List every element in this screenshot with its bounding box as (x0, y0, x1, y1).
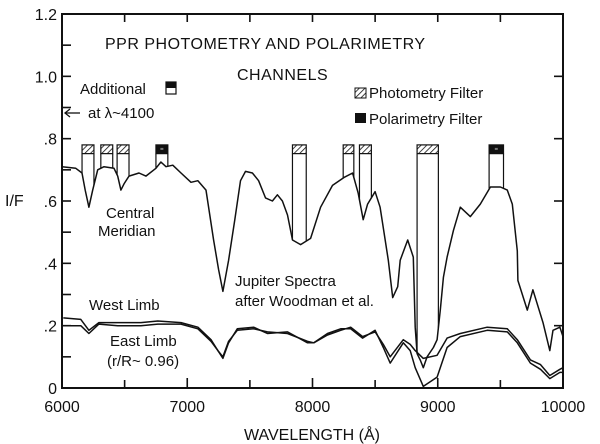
y-tick-label: .6 (44, 194, 57, 211)
east-limb-line (63, 323, 564, 377)
y-tick-label: .2 (44, 319, 57, 336)
y-tick-label: .8 (44, 132, 57, 149)
filter-markers (81, 144, 505, 354)
photometry-filter-marker (100, 144, 114, 169)
legend-polarimetry-swatch (355, 113, 366, 123)
photometry-filter-marker (358, 144, 372, 200)
annotation-east-limb-radius: (r/R~ 0.96) (107, 353, 179, 370)
x-tick-label: 7000 (169, 399, 205, 416)
chart-title-line2: CHANNELS (237, 67, 328, 84)
x-tick-label: 8000 (295, 399, 331, 416)
annotation-after-woodman: after Woodman et al. (235, 293, 374, 310)
polarimetry-filter-marker (488, 144, 505, 190)
arrow-left-icon (63, 108, 80, 118)
west-limb-line (63, 317, 563, 388)
x-tick-label: 10000 (541, 399, 586, 416)
photometry-filter-marker (416, 144, 439, 354)
y-tick-label: 1.0 (35, 69, 57, 86)
photometry-filter-marker (291, 144, 307, 242)
polarimetry-filter-icon (165, 81, 177, 95)
photometry-filter-marker (342, 144, 355, 179)
y-tick-label: 0 (48, 381, 57, 398)
legend-polarimetry-label: Polarimetry Filter (369, 111, 482, 128)
annotation-additional: Additional (80, 81, 146, 98)
photometry-filter-marker (81, 144, 95, 186)
annotation-central: Central (106, 205, 154, 222)
x-tick-label: 6000 (44, 399, 80, 416)
legend-photometry-label: Photometry Filter (369, 85, 483, 102)
y-tick-label: 1.2 (35, 7, 57, 24)
chart-title-line1: PPR PHOTOMETRY AND POLARIMETRY (105, 36, 426, 53)
photometry-filter-marker (116, 144, 130, 177)
legend: Photometry Filter Polarimetry Filter (354, 85, 483, 128)
x-axis-label: WAVELENGTH (Å) (244, 425, 380, 444)
annotation-additional-at: at λ~4100 (88, 105, 154, 122)
central-meridian-line (61, 161, 564, 369)
series-lines (61, 161, 564, 388)
polarimetry-filter-marker (155, 144, 169, 169)
y-tick-label: .4 (44, 256, 57, 273)
annotation-east-limb: East Limb (110, 333, 177, 350)
annotation-west-limb: West Limb (89, 297, 160, 314)
annotation-meridian: Meridian (98, 223, 156, 240)
annotation-jupiter-spectra: Jupiter Spectra (235, 273, 337, 290)
axes: 6000 7000 8000 9000 10000 0 .2 .4 .6 .8 1.0 1.2 (35, 7, 586, 416)
legend-photometry-swatch (354, 87, 367, 99)
y-axis-label: I/F (5, 193, 24, 210)
x-tick-label: 9000 (420, 399, 456, 416)
